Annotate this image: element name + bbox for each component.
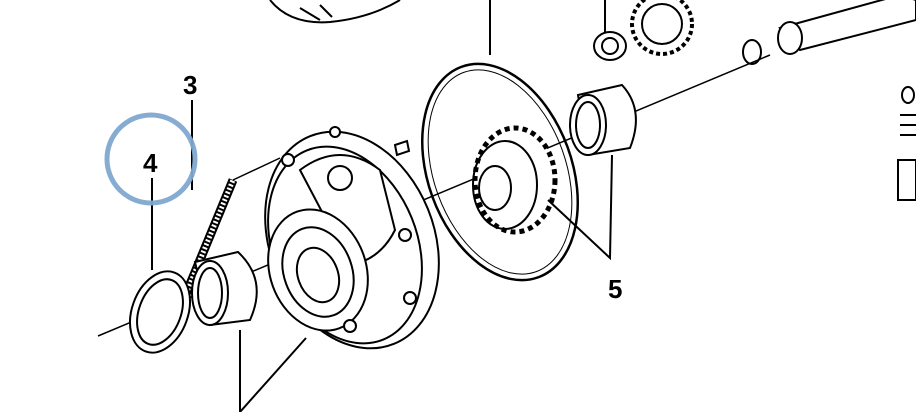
callout-4-highlight [104,112,198,206]
leader-5 [547,154,613,261]
pump-housing [264,126,440,350]
callout-4[interactable]: 4 [143,148,158,178]
snap-ring [742,39,762,65]
seal-ring [129,270,191,354]
right-parts [897,86,916,201]
bearing-cup-right [569,83,637,157]
shaft [777,0,916,55]
top-gear [630,0,694,56]
needle-bearing [593,31,627,61]
gear [472,125,558,235]
callout-3[interactable]: 3 [183,70,197,100]
callout-5[interactable]: 5 [608,274,622,304]
bearing-cup-left [191,250,258,327]
top-housing-fragment [269,0,401,24]
o-ring [421,62,579,282]
